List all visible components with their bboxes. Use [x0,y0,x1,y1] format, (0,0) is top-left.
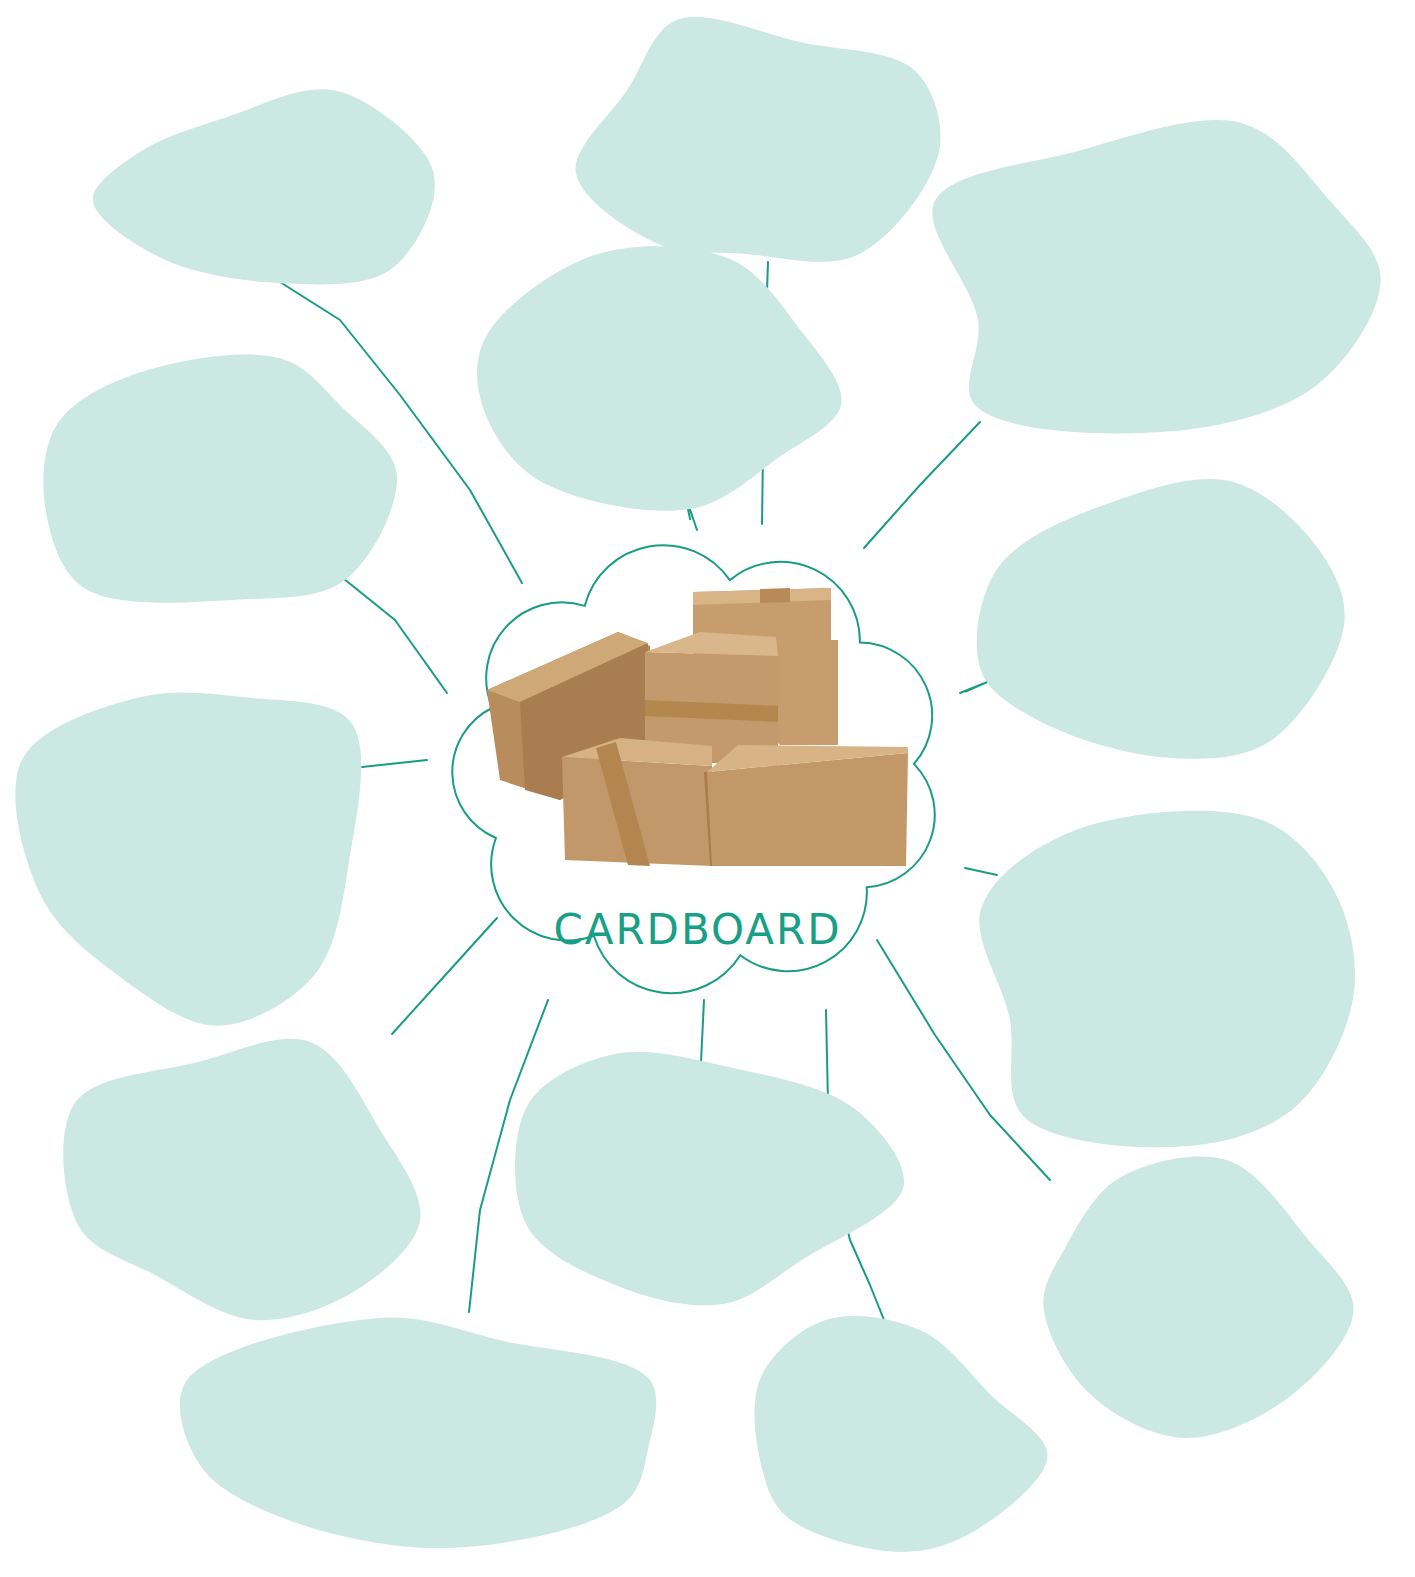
bubble-shape [1030,1148,1367,1450]
idea-bubble [78,82,448,292]
bubble-shape [165,1308,670,1558]
bubble-shape [748,1310,1060,1562]
connector-line [701,1000,704,1062]
bubble-fill [93,89,435,284]
connector-line [864,422,980,548]
idea-bubble [915,110,1400,445]
bubble-fill [43,354,397,602]
bubble-fill [15,692,361,1025]
central-cloud: CARDBOARD [425,522,970,1015]
bubble-shape [915,110,1400,445]
bubble-fill [979,811,1355,1147]
bubble-fill [755,1316,1048,1552]
idea-bubble [965,470,1360,770]
idea-bubble [465,243,857,520]
connector-line [362,760,427,767]
idea-bubble [510,1043,920,1315]
connector-line [965,868,997,875]
bubble-shape [8,683,365,1040]
bubble-shape [465,243,857,520]
connector-line [392,918,497,1034]
bubble-shape [510,1043,920,1315]
idea-bubble [8,683,365,1040]
bubble-shape [965,470,1360,770]
bubble-fill [576,17,941,262]
bubble-shape [60,1030,435,1332]
bubble-shape [30,348,412,610]
idea-bubble [30,348,412,610]
bubble-fill [180,1318,656,1549]
bubble-shape [965,805,1370,1160]
bubble-fill [515,1052,904,1306]
bubble-shape [78,82,448,292]
idea-bubble [965,805,1370,1160]
idea-bubble [165,1308,670,1558]
idea-bubble [560,10,955,265]
bubble-fill [477,246,842,511]
bubble-fill [1043,1156,1353,1437]
idea-bubble [1030,1148,1367,1450]
idea-bubble [748,1310,1060,1562]
bubble-fill [63,1039,420,1320]
idea-bubble [60,1030,435,1332]
bubble-fill [977,479,1345,759]
bubble-shape [560,10,955,265]
node-label: CARDBOARD [425,905,970,955]
bubble-fill [932,120,1380,433]
